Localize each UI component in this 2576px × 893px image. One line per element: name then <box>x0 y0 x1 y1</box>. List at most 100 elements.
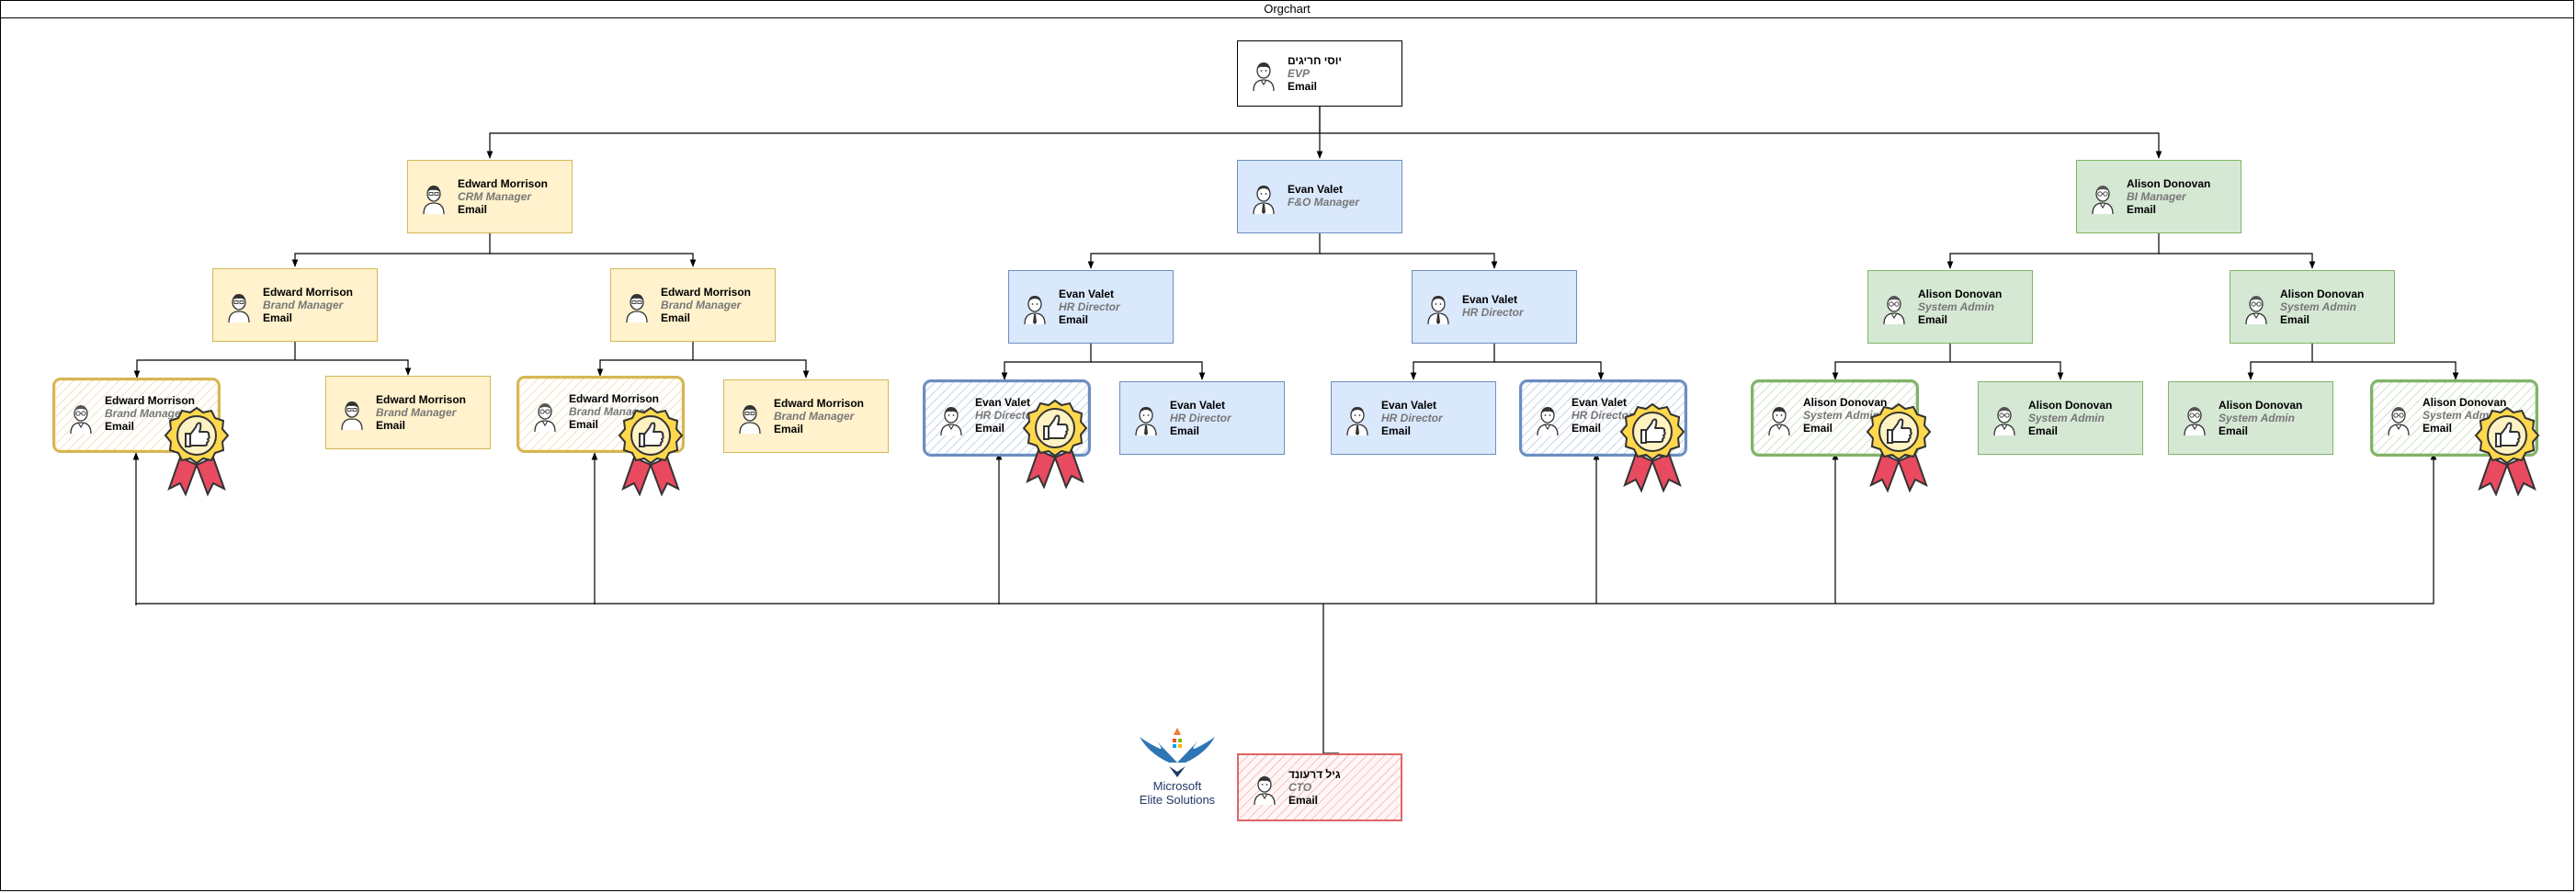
node-role: HR Director <box>975 409 1037 422</box>
node-name: Alison Donovan <box>1918 288 2003 300</box>
node-email: Email <box>2423 422 2453 435</box>
edge-hr2-l7 <box>1410 344 1495 380</box>
person-avatar-icon <box>1992 404 2016 435</box>
person-avatar-icon <box>1882 293 1906 324</box>
node-name: Alison Donovan <box>1803 396 1888 409</box>
node-name: Edward Morrison <box>458 177 549 190</box>
person-avatar-icon <box>2244 293 2268 324</box>
edge-bm1-l2 <box>295 359 412 376</box>
node-role: HR Director <box>1381 412 1443 424</box>
person-avatar-icon <box>1767 404 1791 435</box>
node-name: Evan Valet <box>975 396 1031 409</box>
node-email: Email <box>1170 424 1200 437</box>
node-role: Brand Manager <box>105 407 186 420</box>
edge-hr1-l6 <box>1091 361 1206 380</box>
edge-evp-crm <box>486 107 1321 159</box>
node-role: HR Director <box>1170 412 1231 424</box>
node-role: CRM Manager <box>458 190 532 203</box>
node-name: Alison Donovan <box>2423 396 2507 409</box>
node-name: Alison Donovan <box>2028 399 2113 412</box>
edge-fo-hr2 <box>1320 253 1498 269</box>
node-email: Email <box>458 203 488 216</box>
award-badge-icon <box>614 404 687 498</box>
edge-fo-hr1 <box>1087 233 1321 269</box>
node-email: Email <box>1288 80 1318 93</box>
person-avatar-icon <box>1536 404 1560 435</box>
edge-sa1-l9 <box>1832 344 1951 380</box>
node-role: HR Director <box>1462 306 1524 319</box>
edge-crm-bm1 <box>291 233 491 267</box>
node-role: Brand Manager <box>774 410 855 423</box>
node-name: Edward Morrison <box>774 397 865 410</box>
node-name: Evan Valet <box>1381 399 1437 412</box>
award-badge-icon <box>1862 401 1935 494</box>
node-email: Email <box>1288 794 1319 807</box>
person-avatar-icon <box>2387 404 2411 435</box>
node-role: EVP <box>1288 67 1311 80</box>
node-role: CTO <box>1288 781 1312 794</box>
edge-bm2-l4 <box>693 359 810 379</box>
person-avatar-icon <box>422 183 446 214</box>
node-name: Alison Donovan <box>2280 288 2365 300</box>
node-email: Email <box>376 419 406 432</box>
edge-sa2-l11 <box>2247 344 2313 380</box>
node-name: Alison Donovan <box>2127 177 2211 190</box>
node-role: HR Director <box>1572 409 1633 422</box>
edge-bi-sa2 <box>2159 253 2316 269</box>
edge-sa1-l10 <box>1950 361 2064 380</box>
node-role: Brand Manager <box>263 299 344 311</box>
edge-bi-sa1 <box>1946 233 2160 269</box>
person-avatar-icon <box>625 291 649 322</box>
edge-bm1-l1 <box>133 342 296 379</box>
node-email: Email <box>1803 422 1833 435</box>
person-avatar-icon <box>533 401 557 432</box>
node-email: Email <box>1059 313 1089 326</box>
node-name: Evan Valet <box>1288 183 1344 196</box>
node-name: יוסי חריגים <box>1288 54 1343 67</box>
node-email: Email <box>1572 422 1602 435</box>
person-avatar-icon <box>1345 404 1369 435</box>
node-name: Evan Valet <box>1170 399 1226 412</box>
node-name: Edward Morrison <box>661 286 752 299</box>
node-role: System Admin <box>2219 412 2295 424</box>
node-name: Edward Morrison <box>263 286 354 299</box>
edge-bm2-l3 <box>596 342 694 377</box>
node-email: Email <box>975 422 1005 435</box>
person-avatar-icon <box>1426 293 1450 324</box>
node-name: Evan Valet <box>1572 396 1628 409</box>
node-role: System Admin <box>1918 300 1994 313</box>
person-avatar-icon <box>1134 404 1158 435</box>
edge-crm-bm2 <box>490 253 697 267</box>
award-badge-icon <box>1616 401 1689 494</box>
person-avatar-icon <box>1252 60 1276 91</box>
node-name: Edward Morrison <box>569 392 660 405</box>
node-email: Email <box>1918 313 1948 326</box>
person-avatar-icon <box>1253 774 1277 805</box>
node-role: HR Director <box>1059 300 1120 313</box>
node-email: Email <box>661 311 691 324</box>
node-email: Email <box>2280 313 2310 326</box>
edge-evp-bi <box>1320 132 2162 159</box>
person-avatar-icon <box>1023 293 1047 324</box>
node-email: Email <box>569 418 599 431</box>
person-avatar-icon <box>2091 183 2115 214</box>
